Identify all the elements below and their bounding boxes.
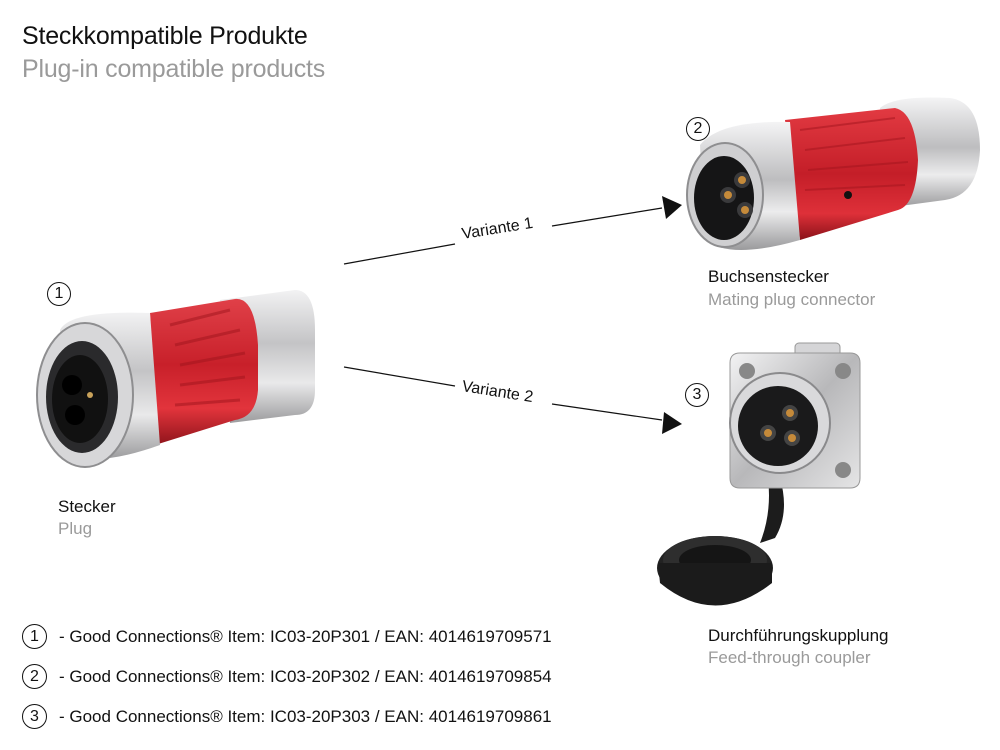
legend-2-text: - Good Connections® Item: IC03-20P302 / … <box>59 666 552 686</box>
product-1-name-en: Plug <box>58 519 93 538</box>
legend-1-number-badge: 1 <box>22 624 47 649</box>
legend-1-text: - Good Connections® Item: IC03-20P301 / … <box>59 626 552 646</box>
arrow-variante-1 <box>343 196 682 265</box>
product-2-name-en: Mating plug connector <box>708 290 876 309</box>
product-2-number-badge: 2 <box>686 117 710 141</box>
plug-connector-image <box>36 290 315 468</box>
arrow-variante-2 <box>343 366 682 434</box>
mating-plug-connector-image <box>686 97 980 250</box>
feed-through-coupler-image <box>657 342 861 606</box>
page-subtitle: Plug-in compatible products <box>22 55 326 83</box>
product-1-number-badge: 1 <box>47 282 71 306</box>
product-3-number-badge: 3 <box>685 383 709 407</box>
product-3-name-en: Feed-through coupler <box>708 648 871 667</box>
legend-3-number-badge: 3 <box>22 704 47 729</box>
legend-2-number-badge: 2 <box>22 664 47 689</box>
legend-3-text: - Good Connections® Item: IC03-20P303 / … <box>59 706 552 726</box>
legend-row-2: 2 - Good Connections® Item: IC03-20P302 … <box>22 664 552 689</box>
product-3-name-de: Durchführungskupplung <box>708 626 889 645</box>
legend-row-3: 3 - Good Connections® Item: IC03-20P303 … <box>22 704 552 729</box>
legend-row-1: 1 - Good Connections® Item: IC03-20P301 … <box>22 624 552 649</box>
product-2-name-de: Buchsenstecker <box>708 267 829 286</box>
product-1-name-de: Stecker <box>58 497 116 516</box>
page-title: Steckkompatible Produkte <box>22 22 308 50</box>
